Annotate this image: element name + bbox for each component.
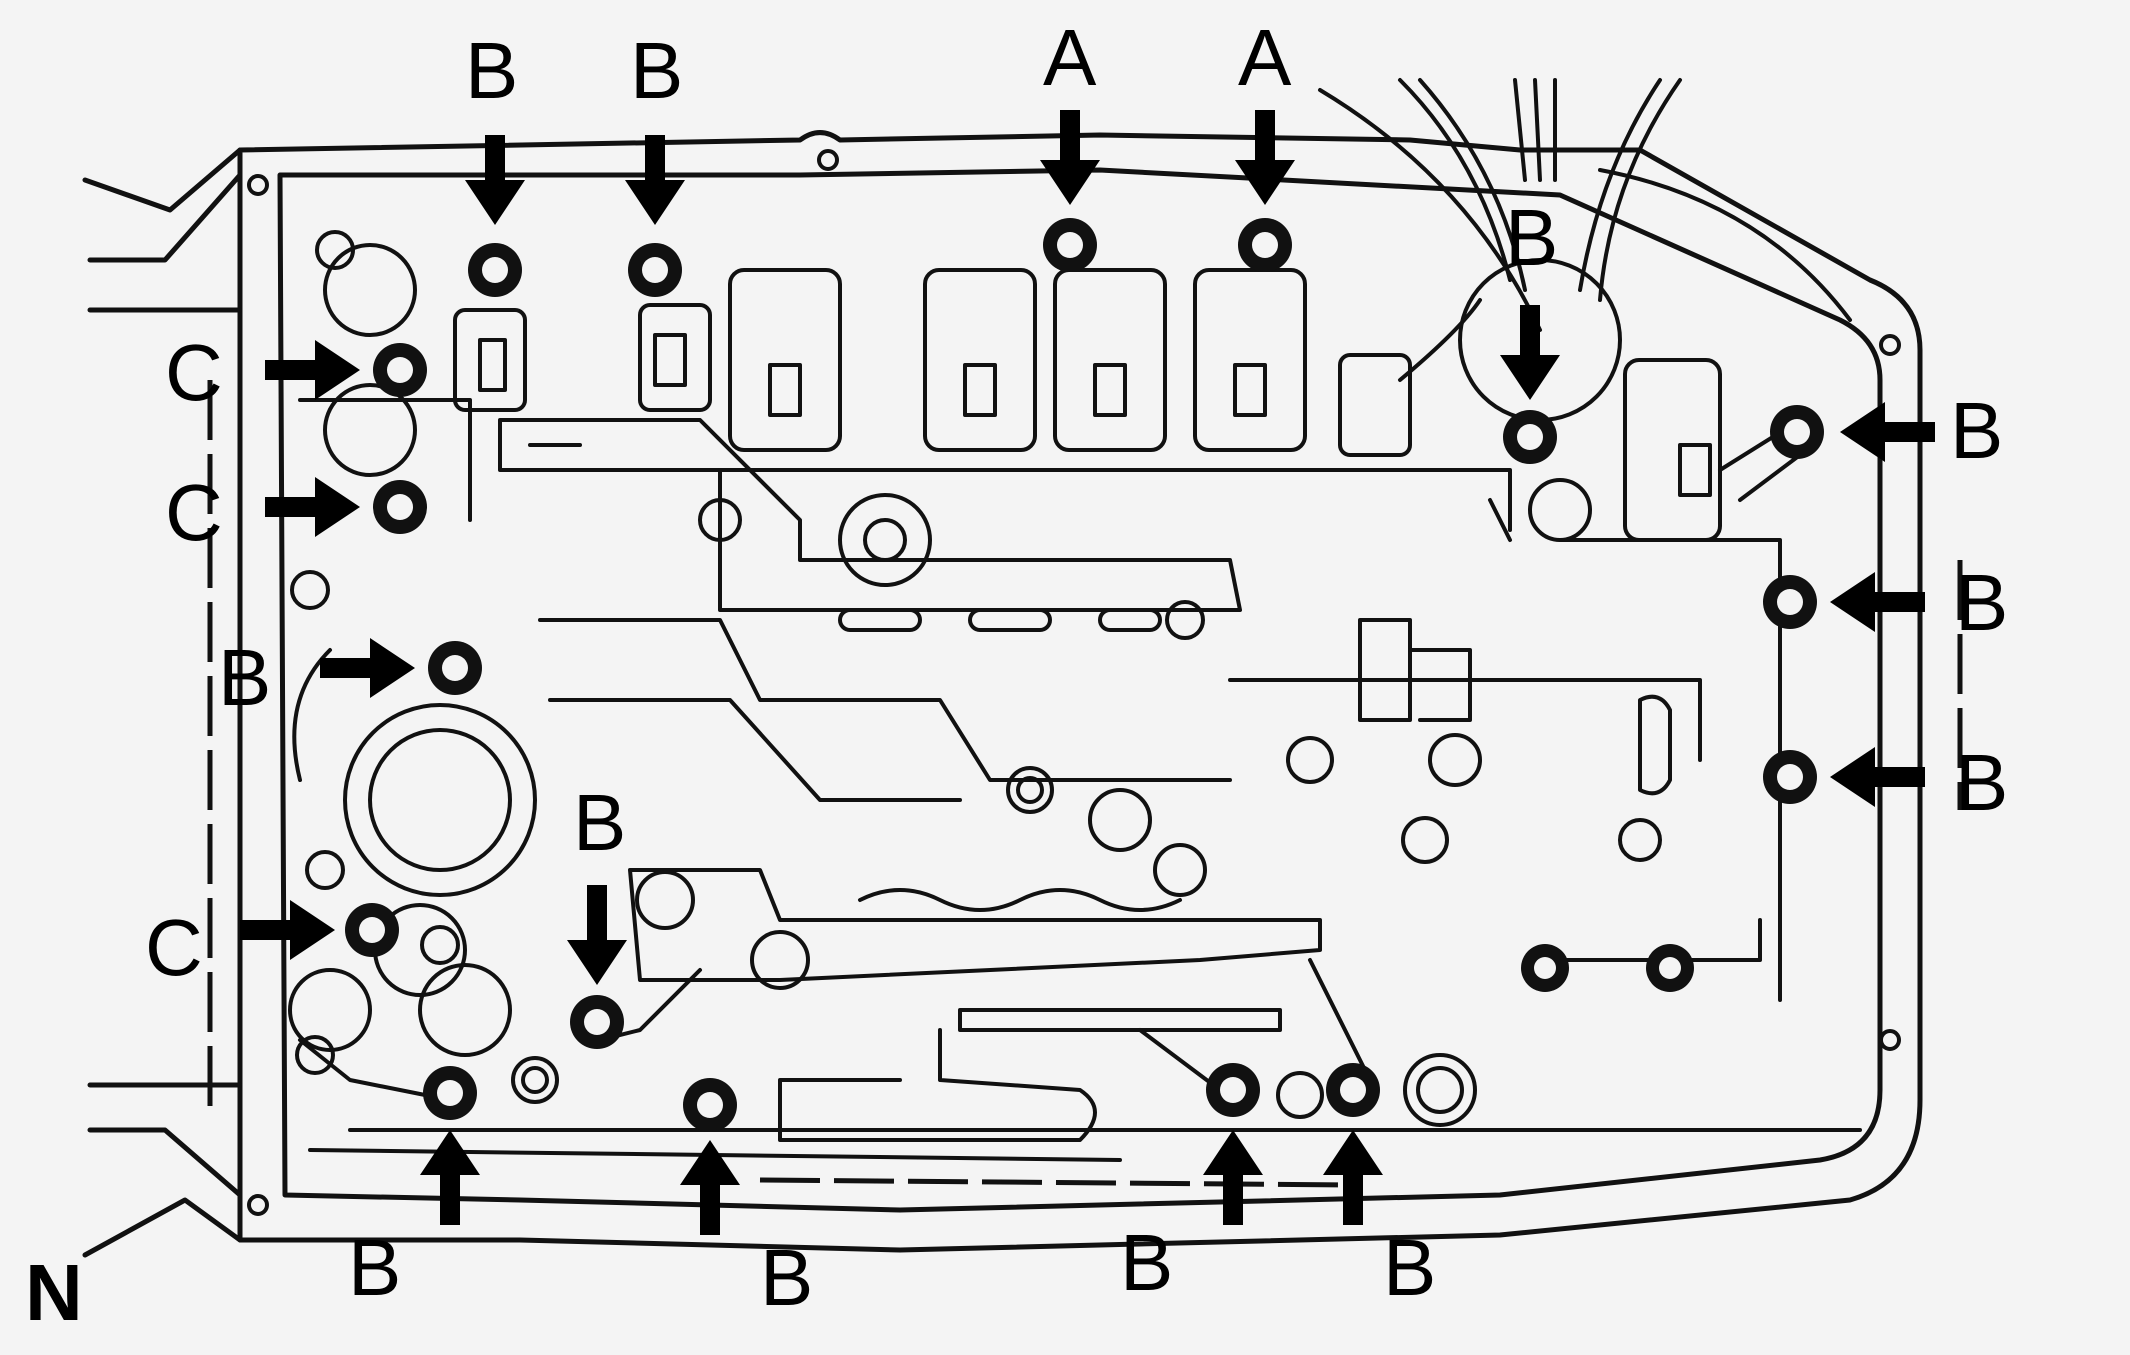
- arrow-down: [625, 135, 685, 225]
- arrow-down: [567, 885, 627, 985]
- labels: B B A A B C C B B C B B B B B B B N: [25, 13, 2008, 1337]
- arrow-left: [1840, 402, 1935, 462]
- arrow-right: [240, 900, 335, 960]
- arrow-down: [1235, 110, 1295, 205]
- label-b: B: [1383, 1223, 1436, 1312]
- arrows: [240, 110, 1935, 1235]
- label-b: B: [1120, 1218, 1173, 1307]
- arrow-right: [265, 477, 360, 537]
- valve-body-outline: [82, 130, 1963, 1258]
- label-b: B: [573, 778, 626, 867]
- label-b: B: [1955, 558, 2008, 647]
- label-c: C: [145, 903, 203, 992]
- arrow-right: [265, 340, 360, 400]
- label-b: B: [1505, 193, 1558, 282]
- label-b: B: [630, 26, 683, 115]
- label-b: B: [1950, 386, 2003, 475]
- arrow-up: [1203, 1130, 1263, 1225]
- label-n: N: [25, 1248, 83, 1337]
- solenoid-blocks: [453, 268, 1722, 542]
- arrow-down: [465, 135, 525, 225]
- bolts: [345, 218, 1824, 1132]
- arrow-up: [420, 1130, 480, 1225]
- arrow-left: [1830, 572, 1925, 632]
- label-a: A: [1238, 13, 1292, 102]
- label-a: A: [1043, 13, 1097, 102]
- label-b: B: [218, 633, 271, 722]
- arrow-up: [1323, 1130, 1383, 1225]
- label-b: B: [348, 1223, 401, 1312]
- label-b: B: [1955, 738, 2008, 827]
- wiring-harness: [1318, 78, 1852, 422]
- arrow-down: [1500, 305, 1560, 400]
- arrow-left: [1830, 747, 1925, 807]
- label-c: C: [165, 328, 223, 417]
- arrow-right: [320, 638, 415, 698]
- label-c: C: [165, 468, 223, 557]
- label-b: B: [465, 26, 518, 115]
- arrow-down: [1040, 110, 1100, 205]
- arrow-up: [680, 1140, 740, 1235]
- label-b: B: [760, 1233, 813, 1322]
